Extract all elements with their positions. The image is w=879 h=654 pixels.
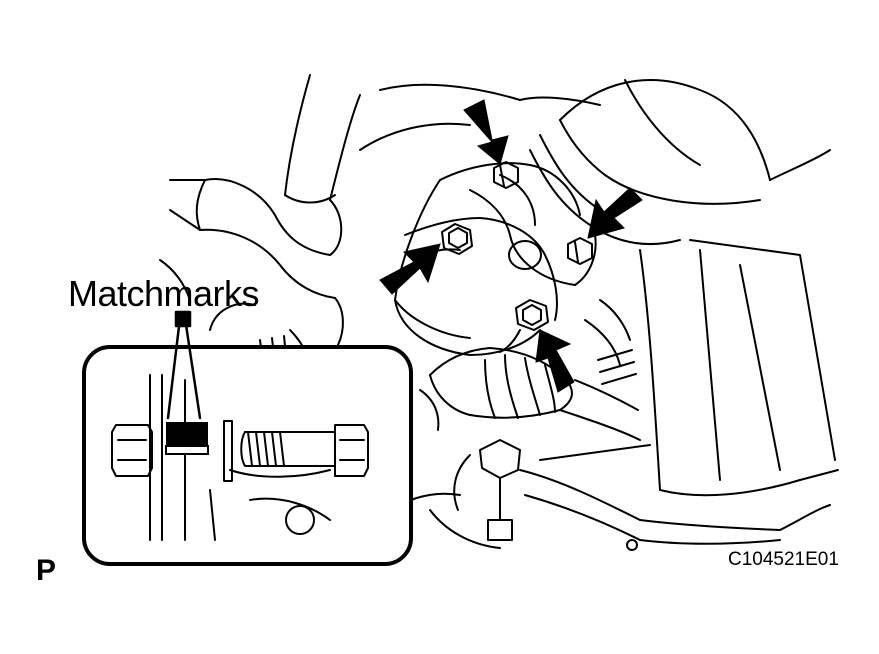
callout-washer bbox=[223, 420, 233, 482]
arrow-right bbox=[587, 187, 643, 239]
view-marker: P bbox=[36, 554, 57, 587]
arrow-bottom bbox=[535, 329, 575, 393]
driveshaft-tube bbox=[529, 79, 831, 246]
matchmarks-label: Matchmarks bbox=[68, 273, 260, 314]
matchmark-callout bbox=[82, 345, 413, 566]
lower-arm bbox=[379, 299, 831, 551]
arrow-top bbox=[463, 99, 509, 165]
matchmark-bar-lower bbox=[165, 445, 209, 455]
figure-code: C104521E01 bbox=[728, 549, 839, 570]
bolt-top bbox=[493, 161, 519, 189]
arrow-left bbox=[379, 243, 441, 295]
bolt-left bbox=[441, 223, 473, 255]
bolt-bottom bbox=[499, 299, 549, 353]
callout-nut-left bbox=[111, 424, 153, 477]
matchmark-bar bbox=[166, 422, 208, 446]
matchmark-leader bbox=[166, 310, 202, 420]
callout-bolt bbox=[240, 424, 369, 477]
bolt-right bbox=[567, 237, 593, 265]
body-panel bbox=[639, 239, 839, 497]
boot-bellows bbox=[429, 347, 641, 441]
